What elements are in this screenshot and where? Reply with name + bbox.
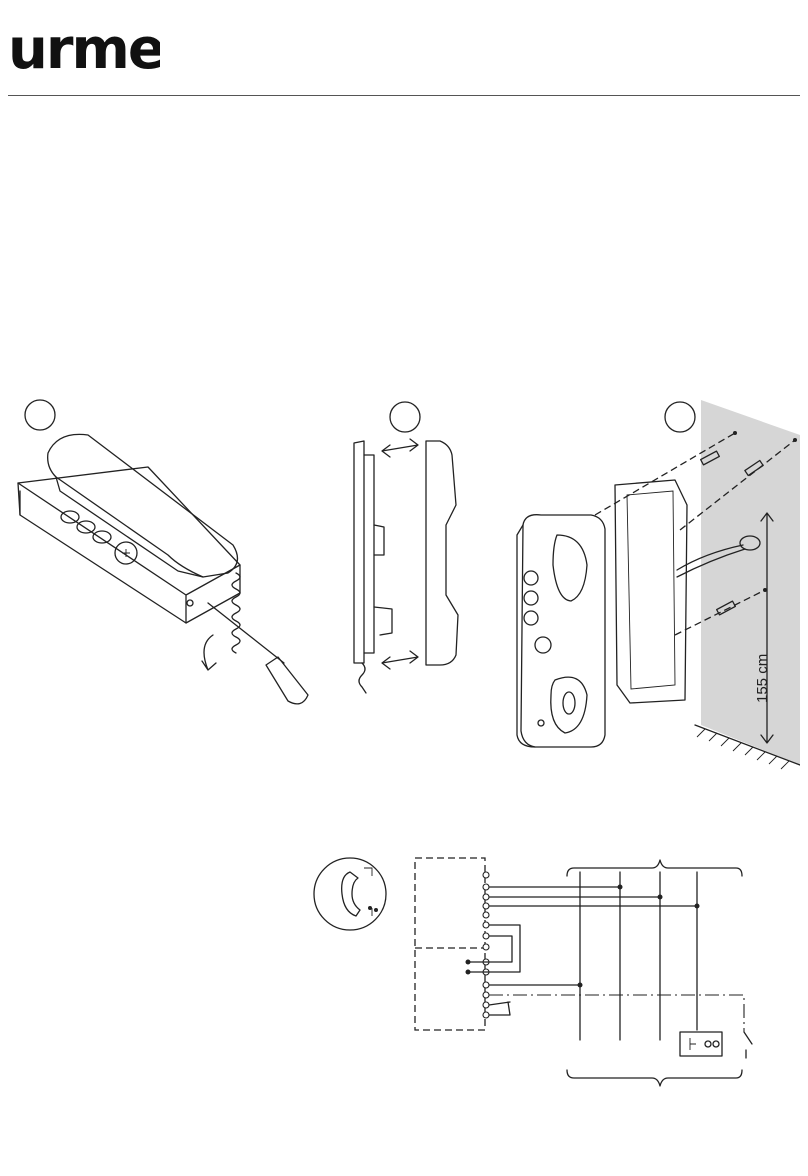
- front-button-3: [524, 611, 538, 625]
- handset: [48, 434, 238, 577]
- screwdriver-shaft: [208, 603, 284, 663]
- handset-cradle-top: [553, 535, 587, 601]
- logo-text: urmet: [8, 17, 160, 78]
- dashed-connection: [489, 995, 744, 1032]
- separate-arrow-top: [382, 439, 418, 457]
- button-3: [93, 531, 111, 543]
- header-rule: [8, 95, 800, 96]
- figure-step-2: [340, 395, 490, 715]
- front-button-1: [524, 571, 538, 585]
- handset-cradle-bottom: [551, 677, 587, 733]
- hook-switch-symbol: [314, 858, 386, 930]
- figure-step-2-drawing: [340, 395, 490, 715]
- screwdriver-handle: [266, 657, 308, 704]
- wall: [701, 400, 800, 765]
- front-unit: [521, 515, 605, 747]
- step-2-marker: [390, 402, 420, 432]
- interphone-box: [415, 858, 485, 1030]
- base-unit: [18, 467, 240, 623]
- jumper-2: [468, 936, 512, 962]
- figure-step-3-drawing: 155 cm: [505, 395, 800, 780]
- step-3-marker: [665, 402, 695, 432]
- coiled-cord: [232, 573, 240, 653]
- step-1-marker: [25, 400, 55, 430]
- front-door-button: [535, 637, 551, 653]
- switch-contact: [744, 1032, 752, 1058]
- handset-icon: [342, 872, 360, 916]
- wiring-diagram: [312, 850, 772, 1090]
- figure-step-1: [8, 395, 328, 715]
- back-plate: [354, 441, 364, 663]
- wiring-diagram-drawing: [312, 850, 772, 1090]
- rotation-arrow: [202, 635, 216, 670]
- separate-arrow-bottom: [382, 651, 418, 669]
- front-button-2: [524, 591, 538, 605]
- wall-plate: [615, 480, 687, 703]
- top-brace: [567, 860, 742, 876]
- urmet-logo: urmet: [8, 8, 160, 78]
- figure-step-3: 155 cm: [505, 395, 800, 780]
- figure-step-1-drawing: [8, 395, 328, 715]
- bottom-brace: [567, 1070, 742, 1086]
- button-2: [77, 521, 95, 533]
- front-cover: [426, 441, 458, 665]
- electric-lock: [680, 1032, 722, 1056]
- height-label: 155 cm: [754, 654, 771, 703]
